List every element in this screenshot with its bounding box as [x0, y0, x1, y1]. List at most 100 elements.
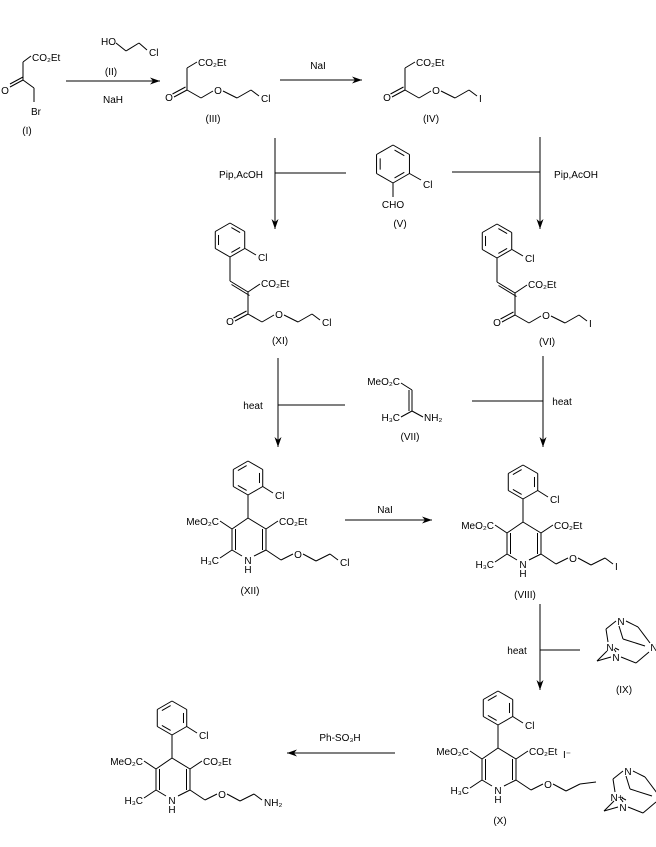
atom-label: I — [615, 562, 618, 573]
atom-label: CO₂Et — [203, 757, 232, 768]
compound-label: (VIII) — [514, 590, 536, 601]
bond — [469, 779, 483, 789]
bond — [612, 770, 624, 780]
double-bond — [394, 149, 405, 157]
atom-label: N — [519, 560, 526, 571]
bond — [506, 553, 518, 561]
double-bond — [496, 281, 516, 294]
atom-label: O — [218, 790, 226, 801]
bond — [469, 750, 483, 760]
bond — [564, 314, 580, 324]
bond — [522, 464, 538, 474]
bond — [605, 628, 609, 643]
atom-label: N — [494, 786, 501, 797]
double-bond — [161, 724, 171, 731]
compound-label: (XI) — [272, 336, 288, 347]
bond — [283, 314, 299, 323]
compound-label: (IV) — [423, 114, 439, 125]
atom-label: N+ — [610, 793, 623, 804]
bond — [138, 42, 148, 51]
bond — [635, 651, 650, 664]
bond — [596, 656, 612, 662]
atom-label: O — [542, 311, 550, 322]
bond — [229, 248, 245, 258]
bond — [440, 90, 456, 99]
bond — [512, 716, 524, 724]
bond — [642, 801, 656, 814]
bond — [483, 716, 499, 726]
atom-label: CO₂Et — [32, 53, 61, 64]
bond — [482, 223, 498, 233]
bond — [604, 557, 614, 565]
atom-label: H₃C — [124, 796, 143, 807]
bond — [215, 248, 231, 258]
double-bond — [487, 695, 497, 702]
bond — [537, 490, 549, 498]
compound-label: (IX) — [616, 685, 632, 696]
atom-label: CO₂Et — [554, 521, 583, 532]
bond — [614, 647, 620, 651]
bond — [590, 557, 606, 566]
atom-label: CO₂Et — [198, 58, 227, 69]
benzene-ring — [482, 690, 514, 726]
bond — [247, 283, 261, 293]
bond — [22, 55, 32, 63]
bond — [392, 144, 410, 155]
arrowhead — [536, 680, 544, 690]
arrowhead — [422, 516, 432, 524]
atom-label: I — [589, 319, 592, 330]
bond — [231, 549, 243, 557]
bond — [171, 757, 191, 770]
bond — [497, 690, 513, 700]
bond — [622, 638, 646, 647]
double-bond — [9, 79, 24, 88]
bond — [528, 553, 542, 561]
atom-label: CO₂Et — [528, 280, 557, 291]
bond — [171, 726, 187, 736]
bond — [468, 89, 478, 97]
atom-label: O — [226, 317, 234, 328]
bond — [603, 800, 615, 812]
compound-label: (III) — [206, 114, 221, 125]
bond — [579, 781, 597, 785]
atom-label: Cl — [258, 253, 267, 264]
bond — [514, 284, 528, 294]
arrowhead — [274, 437, 282, 447]
bond — [247, 517, 267, 530]
bond — [189, 789, 206, 801]
bond — [577, 557, 592, 566]
bond — [565, 783, 581, 792]
atom-label: Cl — [525, 721, 534, 732]
bond — [603, 806, 619, 812]
double-bond — [512, 488, 522, 495]
atom-label: N — [619, 803, 626, 814]
bond — [555, 557, 569, 565]
bond — [514, 314, 530, 324]
atom-label: H — [244, 565, 251, 576]
arrowhead — [536, 219, 544, 229]
atom-label: MeO₂C — [110, 757, 143, 768]
bond — [171, 700, 187, 710]
atom-label: NH₂ — [264, 798, 282, 809]
bond — [620, 798, 624, 803]
atom-label: MeO₂C — [461, 521, 494, 532]
bond — [125, 42, 140, 52]
double-bond — [9, 76, 24, 85]
bond — [644, 776, 656, 793]
bond — [515, 750, 529, 760]
bond — [215, 222, 231, 232]
bond — [143, 760, 157, 770]
atom-label: N — [650, 643, 656, 654]
bond — [222, 90, 238, 99]
bond — [515, 779, 532, 791]
double-bond — [237, 465, 247, 472]
bond — [494, 524, 508, 534]
bond — [596, 650, 608, 662]
